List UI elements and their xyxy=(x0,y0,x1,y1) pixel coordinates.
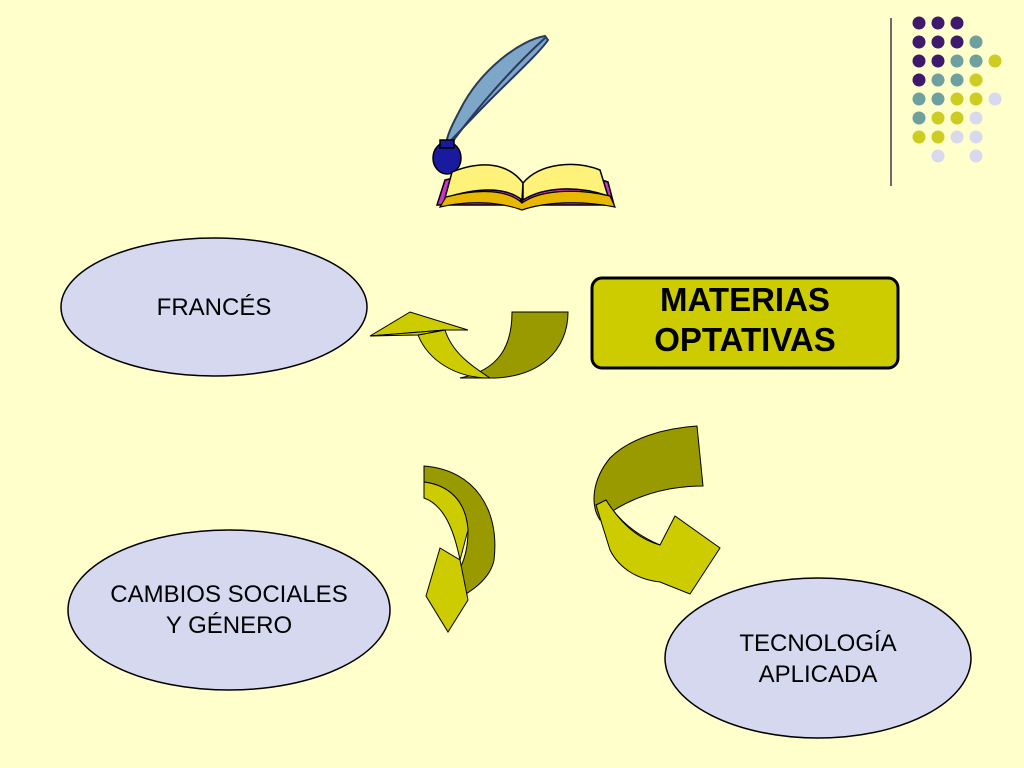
decor-dot xyxy=(969,73,983,87)
decor-dot xyxy=(931,54,945,68)
frances-label: FRANCÉS xyxy=(61,292,367,323)
cambios-line2: Y GÉNERO xyxy=(165,612,293,639)
decor-dot xyxy=(950,16,964,30)
decor-dot xyxy=(931,111,945,125)
decor-dot xyxy=(931,73,945,87)
tecnologia-line2: APLICADA xyxy=(758,661,878,688)
decor-dot xyxy=(931,130,945,144)
curved-arrow-tecnologia xyxy=(593,425,721,595)
decor-dot xyxy=(912,54,926,68)
decor-dot xyxy=(912,111,926,125)
decor-dot xyxy=(969,111,983,125)
cambios-line1: CAMBIOS SOCIALES xyxy=(110,581,348,608)
quill-icon xyxy=(444,34,550,149)
decor-dot xyxy=(950,35,964,49)
decor-dot xyxy=(931,92,945,106)
frances-text: FRANCÉS xyxy=(156,294,272,321)
decor-dot xyxy=(912,35,926,49)
decor-dot xyxy=(950,111,964,125)
decor-dot xyxy=(950,73,964,87)
decor-dot xyxy=(950,92,964,106)
tecnologia-oval xyxy=(664,577,972,739)
curved-arrow-frances xyxy=(369,311,569,379)
central-box xyxy=(590,276,900,370)
central-box-line1: MATERIAS xyxy=(660,281,830,318)
decor-dot xyxy=(988,92,1002,106)
decor-dot xyxy=(912,130,926,144)
decor-dot xyxy=(969,149,983,163)
ink-bottle-icon xyxy=(432,139,462,175)
decor-dot xyxy=(969,92,983,106)
frances-oval xyxy=(60,237,368,377)
decor-dot xyxy=(969,54,983,68)
decor-dot xyxy=(950,130,964,144)
decor-dot xyxy=(912,73,926,87)
decor-dot xyxy=(969,130,983,144)
decor-dot xyxy=(931,149,945,163)
decor-dot xyxy=(969,35,983,49)
decor-dot xyxy=(950,54,964,68)
decorative-dot-grid xyxy=(912,16,1002,163)
curved-arrow-cambios xyxy=(423,465,496,633)
decor-dot xyxy=(931,16,945,30)
decor-dot xyxy=(912,92,926,106)
tecnologia-label: TECNOLOGÍA APLICADA xyxy=(665,628,971,690)
central-box-line2: OPTATIVAS xyxy=(654,321,836,358)
cambios-label: CAMBIOS SOCIALES Y GÉNERO xyxy=(68,579,390,641)
tecnologia-line1: TECNOLOGÍA xyxy=(739,630,897,657)
cambios-oval xyxy=(67,529,391,691)
decor-dot xyxy=(931,35,945,49)
central-box-label: MATERIAS OPTATIVAS xyxy=(592,280,898,360)
decor-dot xyxy=(912,16,926,30)
decor-dot xyxy=(988,54,1002,68)
open-book-icon xyxy=(435,163,617,211)
